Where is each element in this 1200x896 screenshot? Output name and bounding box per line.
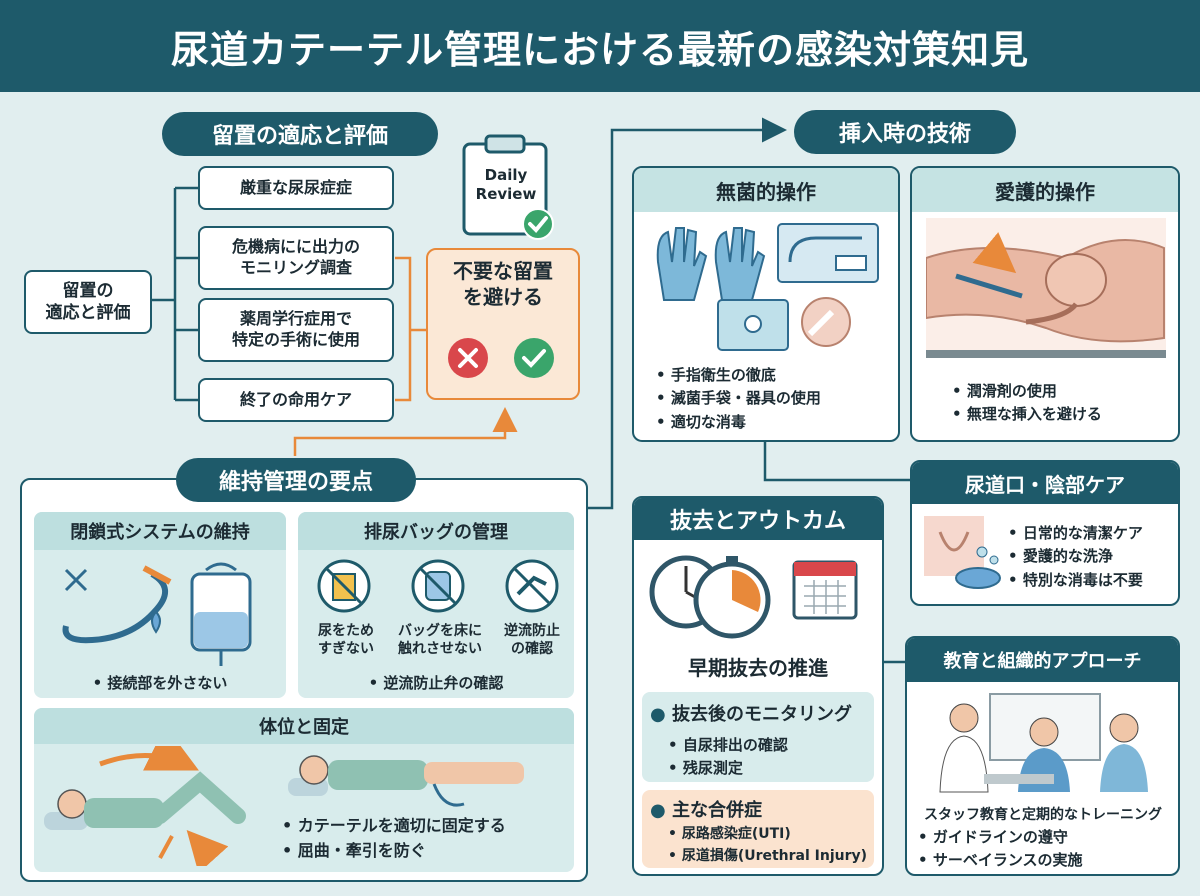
monitoring-bullets: 自尿排出の確認 残尿測定 bbox=[668, 734, 868, 781]
monitoring-title-text: 抜去後のモニタリング bbox=[671, 704, 852, 725]
indication-item-3: 薬周学行症用で 特定の手術に使用 bbox=[198, 298, 394, 362]
patient-knees-up-icon bbox=[44, 746, 246, 866]
periurethral-bullet-3: 特別な消毒は不要 bbox=[1008, 569, 1176, 592]
aseptic-bullet-3: 適切な消毒 bbox=[656, 411, 886, 434]
clipboard-label: Daily Review bbox=[475, 166, 537, 203]
closed-system-title: 閉鎖式システムの維持 bbox=[34, 512, 286, 550]
gentle-title: 愛護的操作 bbox=[912, 168, 1178, 212]
backflow-check-icon bbox=[505, 559, 559, 613]
bag-icon-label-2: バッグを床に 触れさせない bbox=[398, 623, 482, 658]
no-floor-contact-icon bbox=[411, 559, 465, 613]
education-bullet-1: ガイドラインの遵守 bbox=[918, 826, 1174, 849]
position-bullet-2: 屈曲・牽引を防ぐ bbox=[282, 839, 572, 864]
education-caption: スタッフ教育と定期的なトレーニング bbox=[924, 807, 1162, 823]
monitoring-bullet-2: 残尿測定 bbox=[668, 757, 868, 780]
no-overfill-icon bbox=[317, 559, 371, 613]
position-title: 体位と固定 bbox=[34, 708, 574, 744]
indication-heading: 留置の適応と評価 bbox=[162, 112, 438, 156]
education-title: 教育と組織的アプローチ bbox=[907, 638, 1178, 682]
stopwatch-icon bbox=[649, 555, 771, 639]
monitoring-bullet-1: 自尿排出の確認 bbox=[668, 734, 868, 757]
periurethral-bullets: 日常的な清潔ケア 愛護的な洗浄 特別な消毒は不要 bbox=[1008, 522, 1176, 592]
education-bullets: ガイドラインの遵守 サーベイランスの実施 bbox=[918, 826, 1174, 873]
complications-bullets: 尿路感染症(UTI) 尿道損傷(Urethral Injury) bbox=[668, 824, 874, 867]
disinfection-drape-icon bbox=[717, 297, 851, 351]
bag-icon-label-3: 逆流防止 の確認 bbox=[504, 623, 560, 658]
bag-bullet: • 逆流防止弁の確認 bbox=[368, 674, 504, 692]
insertion-anatomy-icon bbox=[926, 218, 1166, 358]
page-title: 尿道カテーテル管理における最新の感染対策知見 bbox=[0, 0, 1200, 92]
indication-root: 留置の 適応と評価 bbox=[24, 270, 152, 334]
drainage-bag-icon bbox=[190, 562, 252, 666]
sterile-gloves-icon bbox=[656, 227, 766, 301]
calendar-icon bbox=[792, 560, 858, 620]
staff-training-icon bbox=[939, 693, 1148, 793]
catheter-kit-icon bbox=[777, 223, 879, 283]
gentle-bullet-1: 潤滑剤の使用 bbox=[952, 380, 1172, 403]
maintenance-heading: 維持管理の要点 bbox=[176, 458, 416, 502]
bag-title: 排尿バッグの管理 bbox=[298, 512, 574, 550]
clipboard-icon bbox=[462, 134, 554, 240]
cross-icon bbox=[448, 338, 488, 378]
complications-title: ● 主な合併症 bbox=[650, 800, 762, 821]
avoid-label: 不要な留置 を避ける bbox=[453, 259, 553, 309]
position-bullets: カテーテルを適切に固定する 屈曲・牽引を防ぐ bbox=[282, 814, 572, 864]
complications-title-text: 主な合併症 bbox=[671, 800, 762, 821]
aseptic-bullet-2: 滅菌手袋・器具の使用 bbox=[656, 387, 886, 410]
gentle-bullets: 潤滑剤の使用 無理な挿入を避ける bbox=[952, 380, 1172, 427]
bag-bullet-text: 逆流防止弁の確認 bbox=[383, 674, 504, 692]
check-icon bbox=[514, 338, 554, 378]
periurethral-title: 尿道口・陰部ケア bbox=[912, 462, 1178, 504]
complications-bullet-2: 尿道損傷(Urethral Injury) bbox=[668, 846, 874, 868]
catheter-tubing-icon bbox=[62, 565, 172, 644]
bag-icon-label-1: 尿をため すぎない bbox=[318, 623, 374, 658]
perineal-care-icon bbox=[924, 516, 1001, 589]
periurethral-bullet-1: 日常的な清潔ケア bbox=[1008, 522, 1176, 545]
indication-item-2: 危機病にに出力の モニリング調査 bbox=[198, 226, 394, 290]
gentle-bullet-2: 無理な挿入を避ける bbox=[952, 403, 1172, 426]
aseptic-bullets: 手指衛生の徹底 滅菌手袋・器具の使用 適切な消毒 bbox=[656, 364, 886, 434]
removal-title: 抜去とアウトカム bbox=[634, 498, 882, 540]
education-bullet-2: サーベイランスの実施 bbox=[918, 849, 1174, 872]
position-bullet-1: カテーテルを適切に固定する bbox=[282, 814, 572, 839]
indication-item-4: 終了の命用ケア bbox=[198, 378, 394, 422]
avoid-box bbox=[426, 248, 580, 400]
early-removal-label: 早期抜去の推進 bbox=[688, 656, 828, 680]
insertion-heading: 挿入時の技術 bbox=[794, 110, 1016, 154]
indication-item-1: 厳重な尿尿症症 bbox=[198, 166, 394, 210]
closed-system-bullet: • 接続部を外さない bbox=[92, 674, 228, 692]
closed-system-bullet-text: 接続部を外さない bbox=[107, 674, 228, 692]
aseptic-bullet-1: 手指衛生の徹底 bbox=[656, 364, 886, 387]
complications-bullet-1: 尿路感染症(UTI) bbox=[668, 824, 874, 846]
periurethral-bullet-2: 愛護的な洗浄 bbox=[1008, 545, 1176, 568]
aseptic-title: 無菌的操作 bbox=[634, 168, 898, 212]
patient-supine-icon bbox=[288, 755, 524, 807]
monitoring-title: ● 抜去後のモニタリング bbox=[650, 704, 852, 725]
